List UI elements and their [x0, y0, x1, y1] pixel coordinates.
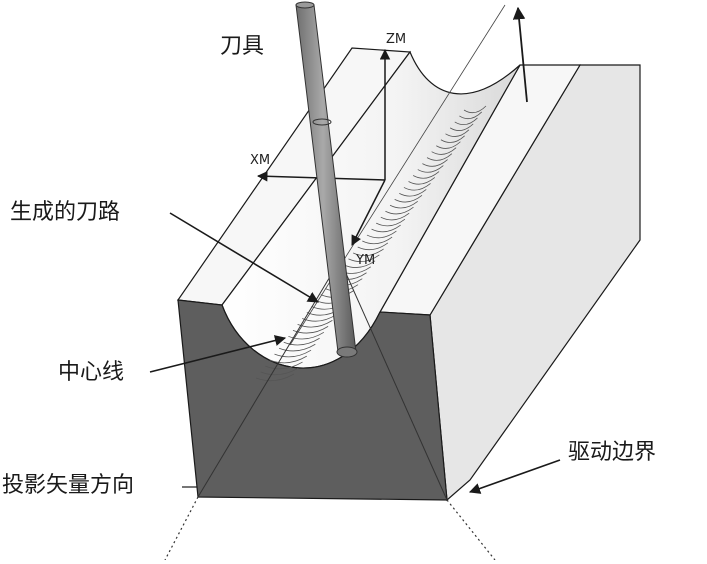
label-drive-boundary: 驱动边界 [568, 442, 656, 464]
label-generated-toolpath: 生成的刀路 [10, 202, 120, 224]
label-projection-vector: 投影矢量方向 [2, 475, 134, 497]
label-centerline: 中心线 [58, 362, 124, 384]
axis-label-zm: ZM [386, 33, 406, 46]
label-tool: 刀具 [220, 36, 264, 58]
axis-label-xm: XM [250, 154, 270, 167]
projection-dotted-right [447, 500, 495, 560]
leader-drive-boundary [470, 460, 560, 492]
projection-dotted-left [165, 497, 198, 560]
axis-label-ym: YM [356, 254, 375, 267]
